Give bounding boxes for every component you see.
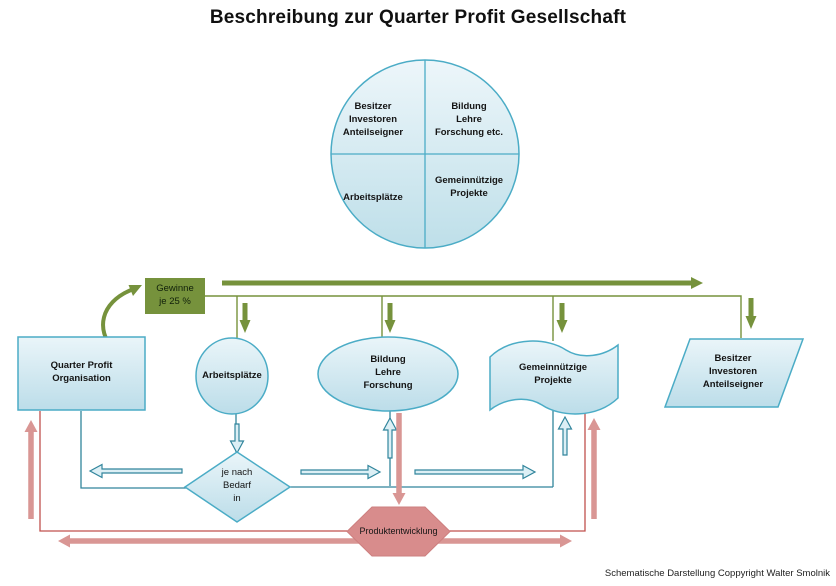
arbeitsplaetze-circle	[195, 337, 269, 415]
arbeitsplaetze-label: Arbeitsplätze	[202, 370, 262, 381]
besitzer-label: Besitzer Investoren Anteilseigner	[702, 353, 764, 390]
organisation-box	[17, 336, 146, 411]
teal-line-organisation-to-diamond	[80, 411, 186, 489]
teal-open-arrow-left-to-organisation	[88, 463, 183, 479]
pie-label-gemeinnuetzige: Gemeinnützige Projekte	[434, 175, 504, 199]
bedarf-label: je nach Bedarf in	[221, 467, 253, 504]
bildung-ellipse	[317, 336, 459, 412]
profit-line-main	[204, 295, 742, 338]
green-long-arrow-head	[691, 277, 703, 289]
pie-label-arbeitsplaetze: Arbeitsplätze	[343, 192, 403, 203]
salmon-up-arrow-to-organisation	[24, 420, 38, 519]
gewinne-box	[145, 278, 205, 314]
salmon-double-arrow	[58, 534, 572, 548]
page-title: Beschreibung zur Quarter Profit Gesellsc…	[209, 7, 627, 28]
salmon-double-arrow-right-head	[560, 534, 572, 548]
green-down-arrow-gemeinnuetzige	[556, 303, 568, 333]
salmon-down-arrow-to-produktentwicklung	[392, 413, 406, 505]
besitzer-parallelogram	[663, 338, 805, 408]
green-down-arrow-arbeitsplaetze	[239, 303, 251, 333]
red-loop-line	[39, 403, 586, 532]
teal-open-arrow-right-2	[414, 464, 537, 480]
produktentwicklung-hexagon	[346, 506, 451, 557]
gewinne-label: Gewinne je 25 %	[156, 283, 194, 307]
bildung-label: Bildung Lehre Forschung	[363, 354, 413, 391]
teal-open-arrow-right-1	[300, 464, 382, 480]
gemeinnuetzige-wave	[489, 340, 619, 415]
salmon-up-arrow-to-gemeinnuetzige	[587, 418, 601, 519]
green-long-arrow	[222, 277, 703, 289]
bedarf-diamond	[183, 451, 292, 523]
produktentwicklung-label: Produktentwicklung	[359, 526, 438, 536]
teal-open-arrow-down-to-diamond	[229, 423, 245, 455]
teal-open-arrow-up-to-bildung	[382, 416, 398, 459]
green-down-arrow-besitzer	[745, 298, 757, 329]
salmon-double-arrow-left-head	[58, 534, 70, 548]
teal-open-arrow-up-to-gemeinnuetzige	[557, 415, 573, 456]
pie-label-besitzer: Besitzer Investoren Anteilseigner	[342, 101, 404, 138]
organisation-label: Quarter Profit Organisation	[50, 360, 113, 384]
pie-label-bildung: Bildung Lehre Forschung etc.	[434, 101, 504, 138]
gemeinnuetzige-label: Gemeinnützige Projekte	[518, 362, 588, 386]
green-down-arrow-bildung	[384, 303, 396, 333]
copyright-caption: Schematische Darstellung Coppyright Walt…	[604, 568, 830, 579]
